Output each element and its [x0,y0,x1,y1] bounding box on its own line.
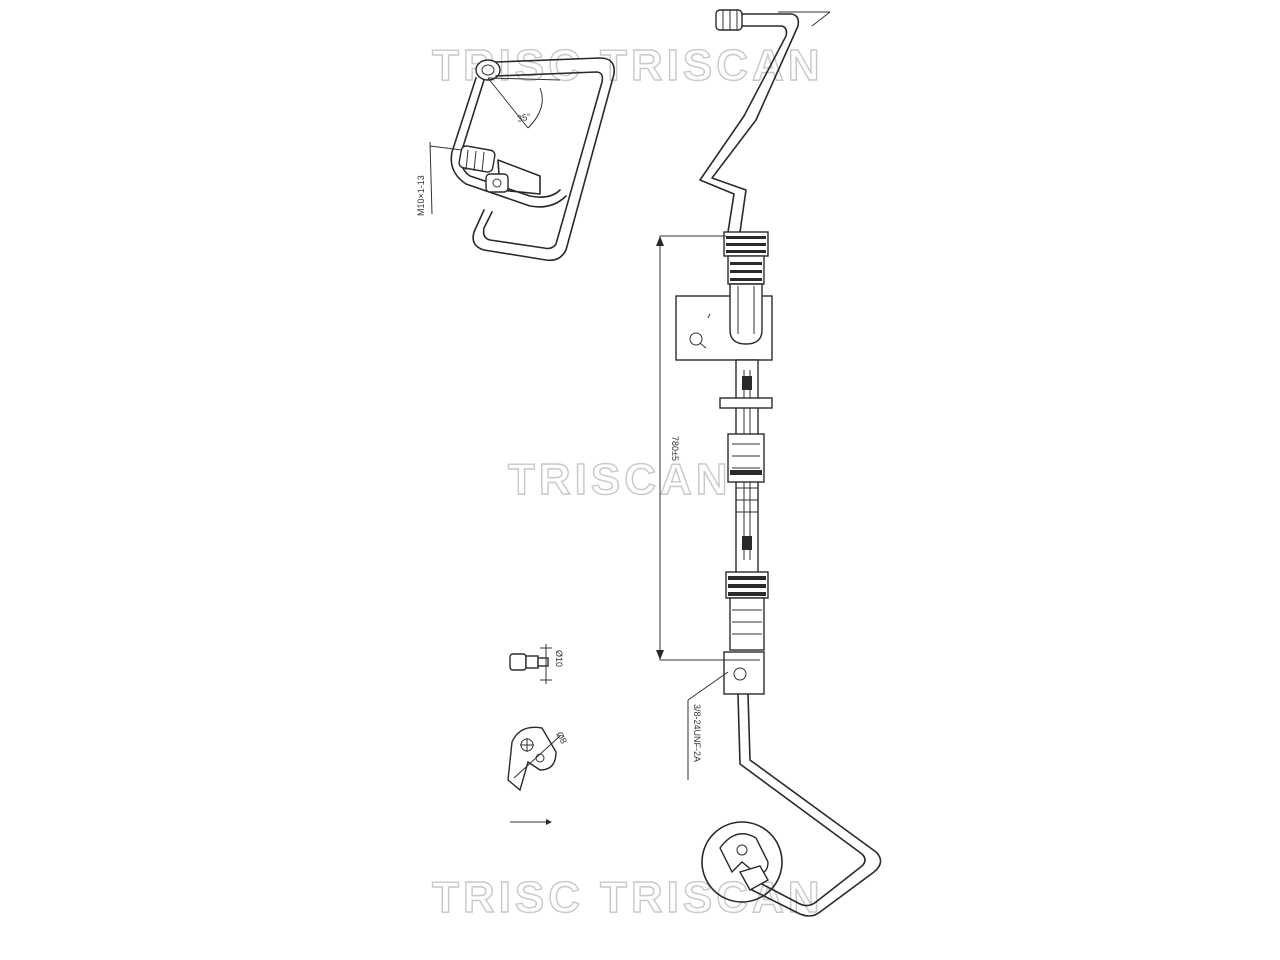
top-left-detail-view: 35° M10×1-13 [416,57,616,262]
main-hose-assembly: 780±5 3/8-24UNF-2A [656,9,882,917]
watermarks: TRISC TRISCAN TRISCAN TRISC TRISCAN [431,40,824,922]
bracket-plate [507,726,557,792]
lower-crimp-sleeve [729,597,765,651]
bracket-hose-loop [729,283,763,345]
hose-clip [719,397,773,409]
detail-top-fitting [475,59,501,81]
watermark-top-a: TRISC [432,41,584,90]
bolt-head [509,653,527,671]
bolt-shank [525,655,539,669]
length-label: 780±5 [670,436,680,461]
bracket-plate-detail: Ø8 [507,726,569,825]
watermark-top-b: TRISCAN [600,41,824,90]
thread-bottom-label: 3/8-24UNF-2A [692,704,702,762]
angle-label: 35° [516,111,532,124]
detail-connector-b [485,173,509,193]
watermark-center: TRISCAN [508,455,732,504]
upper-metal-pipe [711,13,800,233]
bolt-dia-label: Ø10 [554,650,564,667]
lower-union-fitting [723,651,765,695]
top-fitting-nut [715,9,743,31]
bolt-detail: Ø10 [509,644,564,684]
bracket-hole-label: Ø8 [554,730,569,745]
caliper-end-circle [701,821,783,903]
watermark-bottom-a: TRISC [432,873,584,922]
watermark-bottom-b: TRISCAN [600,873,824,922]
detail-pipe-outer [472,57,616,262]
lower-metal-pipe [747,693,882,917]
thread-top-label: M10×1-13 [416,175,426,216]
detail-pipe-inner [460,79,561,198]
caliper-end-nut [738,865,769,891]
